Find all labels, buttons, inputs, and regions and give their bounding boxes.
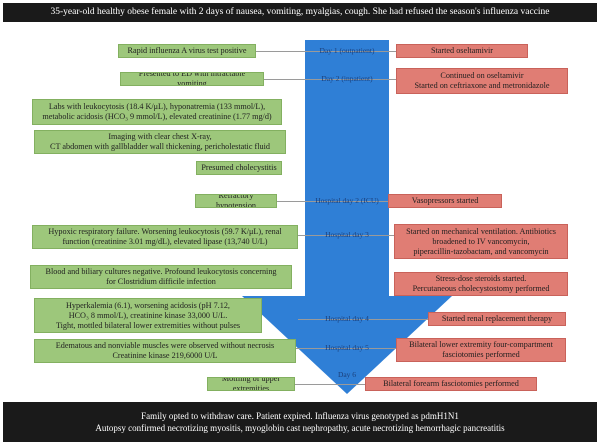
treatment-box: Continued on oseltamivir Started on ceft… xyxy=(396,68,568,94)
event-box: Edematous and nonviable muscles were obs… xyxy=(34,339,296,363)
event-box: Imaging with clear chest X-ray, CT abdom… xyxy=(34,130,286,154)
event-text: Presented to ED with intractable vomitin… xyxy=(138,72,246,86)
timeline-label: Day 6 xyxy=(337,370,357,379)
footer-line: Autopsy confirmed necrotizing myositis, … xyxy=(95,423,505,433)
event-text: for Clostridium difficile infection xyxy=(106,277,216,286)
event-text: Blood and biliary cultures negative. Pro… xyxy=(45,267,277,276)
header-text: 35-year-old healthy obese female with 2 … xyxy=(50,7,550,17)
event-text: HCO₃ 8 mmol/L), creatinine kinase 33,000… xyxy=(68,310,228,320)
header-banner: 35-year-old healthy obese female with 2 … xyxy=(3,3,597,22)
treatment-text: Started on mechanical ventilation. Antib… xyxy=(406,226,556,236)
treatment-text: broadened to IV vancomycin, xyxy=(432,236,530,246)
event-box: Presented to ED with intractable vomitin… xyxy=(120,72,264,86)
treatment-box: Bilateral lower extremity four-compartme… xyxy=(396,338,566,362)
treatment-text: Stress-dose steroids started. xyxy=(435,274,527,283)
event-text: Edematous and nonviable muscles were obs… xyxy=(55,341,275,350)
treatment-text: Vasopressors started xyxy=(411,196,479,205)
treatment-box: Started on mechanical ventilation. Antib… xyxy=(394,224,568,259)
treatment-box: Started renal replacement therapy xyxy=(428,312,566,326)
event-text: metabolic acidosis (HCO₃ 9 mmol/L), elev… xyxy=(42,112,272,121)
connector-line xyxy=(298,319,428,320)
treatment-text: Continued on oseltamivir xyxy=(440,71,524,80)
connector-line xyxy=(296,348,396,349)
event-box: Blood and biliary cultures negative. Pro… xyxy=(30,265,292,289)
treatment-box: Stress-dose steroids started. Percutaneo… xyxy=(394,272,568,296)
event-text: Creatinine kinase 219,6000 U/L xyxy=(112,351,218,360)
event-text: CT abdomen with gallbladder wall thicken… xyxy=(50,142,270,151)
treatment-text: Started oseltamivir xyxy=(430,46,494,55)
event-box: Mottling of upper extremities xyxy=(207,377,295,391)
event-text: Refractory hypotension xyxy=(215,194,257,208)
timeline-label: Hospital day 2 (ICU) xyxy=(315,196,379,205)
treatment-text: Percutaneous cholecystostomy performed xyxy=(412,284,550,293)
event-text: Labs with leukocytosis (18.4 K/μL), hypo… xyxy=(48,102,266,111)
event-box: Hypoxic respiratory failure. Worsening l… xyxy=(32,225,298,249)
connector-line xyxy=(298,235,394,236)
event-box: Hyperkalemia (6.1), worsening acidosis (… xyxy=(34,298,262,333)
treatment-text: fasciotomies performed xyxy=(442,350,520,359)
timeline-label: Hospital day 5 xyxy=(325,343,369,352)
event-box: Presumed cholecystitis xyxy=(196,161,282,175)
event-text: Rapid influenza A virus test positive xyxy=(127,46,247,55)
treatment-box: Started oseltamivir xyxy=(396,44,528,58)
treatment-text: Started on ceftriaxone and metronidazole xyxy=(414,81,550,90)
event-text: Imaging with clear chest X-ray, xyxy=(108,132,212,141)
event-text: Hyperkalemia (6.1), worsening acidosis (… xyxy=(66,300,230,310)
timeline-label: Day 1 (outpatient) xyxy=(319,46,375,55)
treatment-box: Vasopressors started xyxy=(388,194,502,208)
timeline-arrow-shape xyxy=(242,40,452,394)
event-text: function (creatinine 3.01 mg/dL), elevat… xyxy=(62,237,268,246)
timeline-label: Day 2 (inpatient) xyxy=(321,74,373,83)
connector-line xyxy=(254,201,388,202)
treatment-text: Bilateral forearm fasciotomies performed xyxy=(383,379,519,388)
connector-line xyxy=(256,51,396,52)
footer-line: Family opted to withdraw care. Patient e… xyxy=(141,411,459,421)
connector-line xyxy=(295,384,365,385)
timeline-label: Hospital day 3 xyxy=(325,230,369,239)
connector-line xyxy=(264,79,396,80)
treatment-text: Bilateral lower extremity four-compartme… xyxy=(409,340,553,349)
event-text: Hypoxic respiratory failure. Worsening l… xyxy=(48,227,282,236)
event-box: Rapid influenza A virus test positive xyxy=(118,44,256,58)
event-text: Tight, mottled bilateral lower extremiti… xyxy=(55,320,241,330)
treatment-text: piperacillin-tazobactam, and vancomycin xyxy=(413,246,549,256)
event-box: Refractory hypotension xyxy=(195,194,277,208)
event-text: Presumed cholecystitis xyxy=(201,163,277,172)
timeline-label: Hospital day 4 xyxy=(325,314,369,323)
footer-banner: Family opted to withdraw care. Patient e… xyxy=(3,402,597,442)
event-box: Labs with leukocytosis (18.4 K/μL), hypo… xyxy=(32,99,282,125)
event-text: Mottling of upper extremities xyxy=(221,377,281,391)
treatment-text: Started renal replacement therapy xyxy=(441,314,553,323)
treatment-box: Bilateral forearm fasciotomies performed xyxy=(365,377,537,391)
